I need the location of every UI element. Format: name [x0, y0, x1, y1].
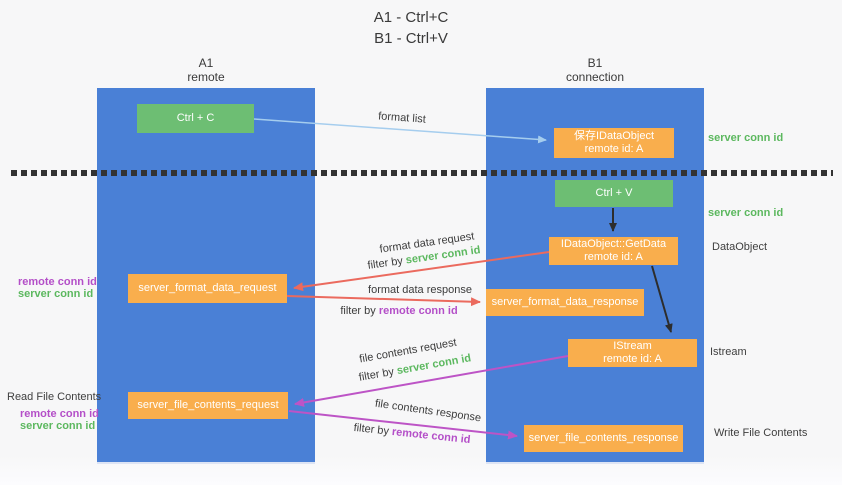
node-server-format-data-request: server_format_data_request	[128, 274, 287, 303]
annotation-server-conn-id-mid: server conn id	[708, 207, 784, 219]
node-save-idataobject-title: 保存IDataObject	[573, 130, 655, 142]
node-ctrl-v-label: Ctrl + V	[595, 187, 633, 199]
node-ctrl-c-label: Ctrl + C	[176, 112, 215, 124]
title-line-a1: A1 - Ctrl+C	[373, 9, 449, 26]
node-server-file-contents-request-label: server_file_contents_request	[137, 399, 279, 411]
title-line-b1: B1 - Ctrl+V	[374, 30, 448, 47]
lifeline-a1-name: A1	[198, 56, 214, 70]
annotation-server-conn-id-top: server conn id	[708, 132, 784, 144]
node-idataobject-getdata: IDataObject::GetData remote id: A	[549, 237, 678, 265]
lifeline-header-a1: A1 remote	[97, 56, 315, 84]
lifeline-header-b1: B1 connection	[486, 56, 704, 84]
node-istream: IStream remote id: A	[568, 339, 697, 367]
node-istream-title: IStream	[613, 340, 652, 352]
lifeline-b1-name: B1	[587, 56, 603, 70]
annotation-write-file-contents: Write File Contents	[714, 427, 808, 439]
node-save-idataobject: 保存IDataObject remote id: A	[554, 128, 674, 158]
filter-by-text: filter by	[340, 305, 376, 317]
node-server-file-contents-response: server_file_contents_response	[524, 425, 683, 452]
node-ctrl-c: Ctrl + C	[137, 104, 254, 133]
arrow-format-data-response	[286, 295, 481, 307]
annotation-remote-conn-id-file: remote conn id	[20, 408, 99, 420]
node-server-format-data-response-label: server_format_data_response	[491, 296, 639, 308]
node-server-file-contents-request: server_file_contents_request	[128, 392, 288, 419]
edge-label-format-response-filter: filter by remote conn id	[340, 305, 457, 317]
node-getdata-title: IDataObject::GetData	[560, 238, 667, 250]
remote-conn-id-text: remote conn id	[391, 425, 471, 447]
lifeline-a1-subtitle: remote	[187, 70, 225, 84]
annotation-read-file-contents: Read File Contents	[7, 391, 102, 403]
filter-by-text: filter by	[353, 421, 390, 438]
dotted-separator-line	[11, 170, 833, 176]
annotation-server-conn-id-format: server conn id	[18, 288, 94, 300]
edge-label-format-data-response: format data response	[368, 284, 472, 296]
node-istream-remote-id: remote id: A	[603, 353, 662, 365]
edge-label-file-response-filter: filter by remote conn id	[353, 422, 471, 446]
remote-conn-id-text: remote conn id	[378, 305, 458, 317]
edge-label-file-contents-response: file contents response	[374, 397, 482, 425]
filter-by-text: filter by	[366, 255, 404, 272]
node-ctrl-v: Ctrl + V	[555, 180, 673, 207]
annotation-server-conn-id-file: server conn id	[20, 420, 96, 432]
node-getdata-remote-id: remote id: A	[584, 251, 643, 263]
diagram-title: A1 - Ctrl+C B1 - Ctrl+V	[374, 7, 449, 49]
lifeline-b1-subtitle: connection	[565, 70, 625, 84]
node-server-format-data-response: server_format_data_response	[486, 289, 644, 316]
annotation-dataobject: DataObject	[712, 241, 768, 253]
node-server-format-data-request-label: server_format_data_request	[138, 282, 277, 294]
annotation-istream: Istream	[710, 346, 747, 358]
edge-label-format-list: format list	[377, 110, 427, 126]
annotation-remote-conn-id-format: remote conn id	[18, 276, 97, 288]
filter-by-text: filter by	[357, 365, 395, 384]
node-save-idataobject-remote-id: remote id: A	[584, 143, 644, 155]
node-server-file-contents-response-label: server_file_contents_response	[528, 432, 679, 444]
